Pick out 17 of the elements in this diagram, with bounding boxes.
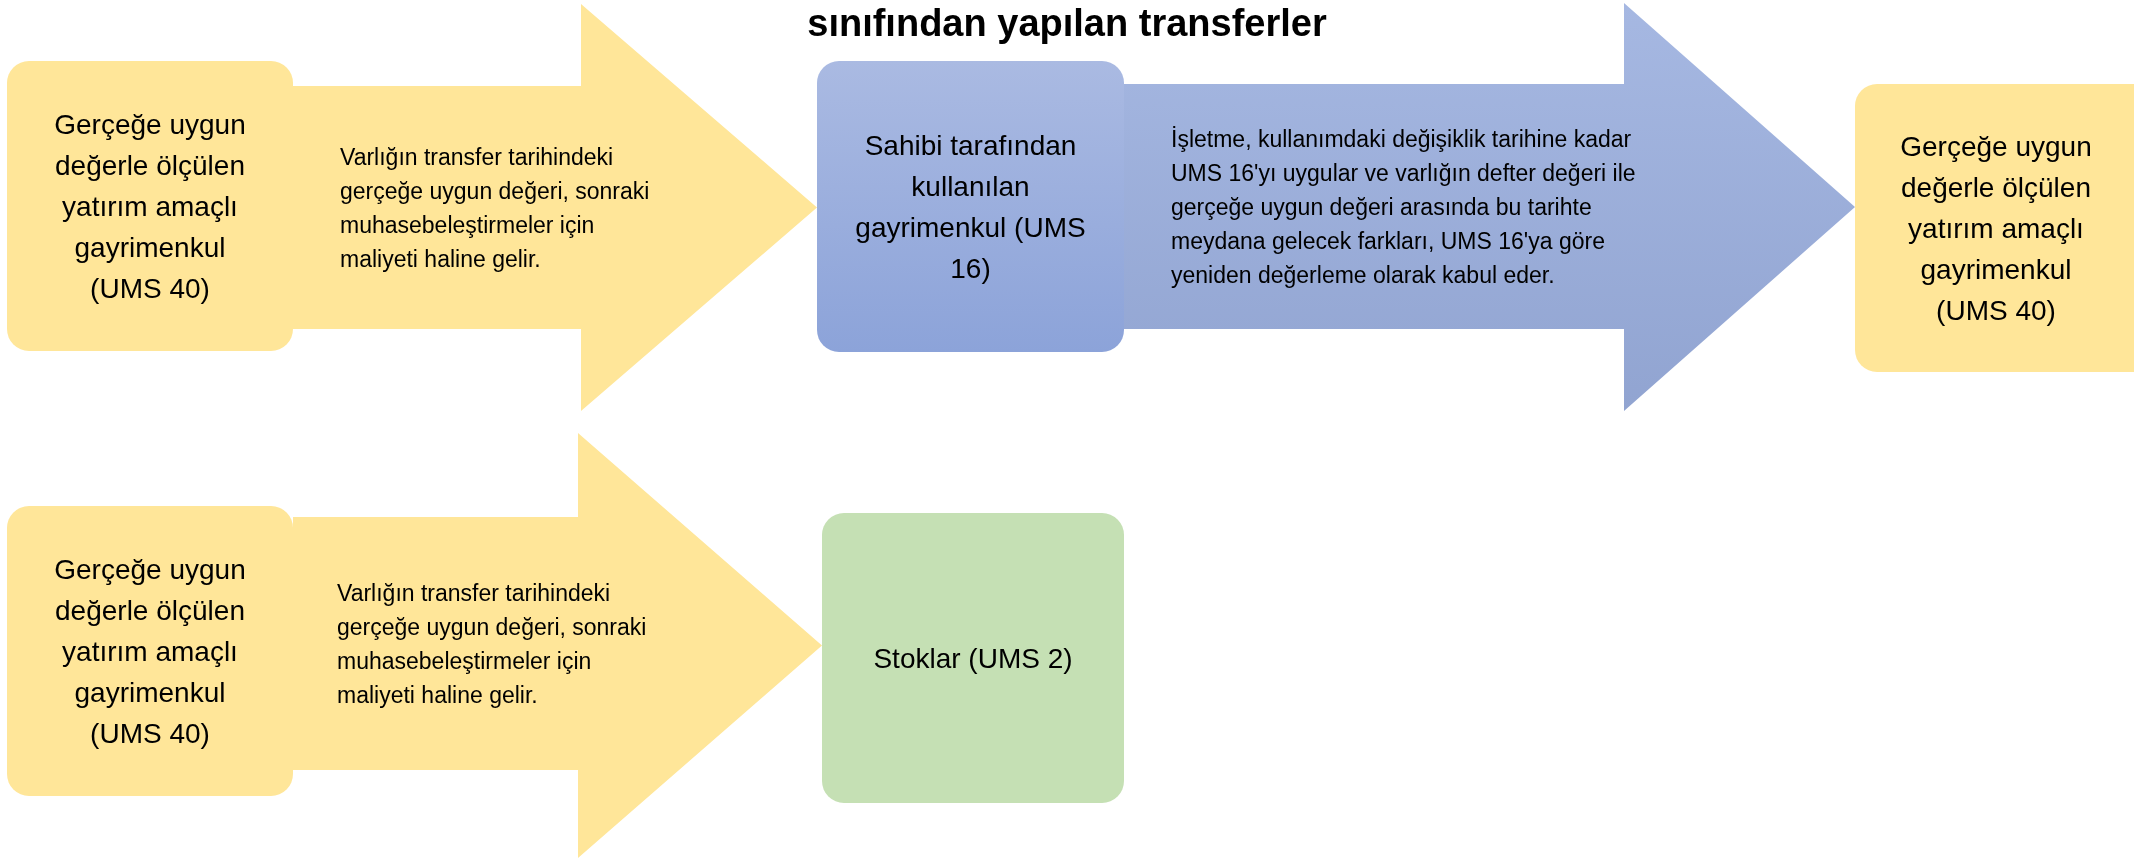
process-box xyxy=(7,61,293,351)
box-text: Gerçeğe uygun değerle ölçülen yatırım amaçlı gayrimenkul (UMS 40) xyxy=(53,107,247,306)
title: sınıfından yapılan transferler xyxy=(806,1,1328,46)
block-arrow xyxy=(293,433,822,858)
process-box xyxy=(7,506,293,796)
arrow-text: İşletme, kullanımdaki değişiklik tarihine kadar UMS 16'yı uygular ve varlığın defter değeri ile gerçeğe uygun değeri arasında bu tarihte meydana gelecek farkları, UMS 16'ya göre yeniden değerleme olarak kabul eder. xyxy=(1171,124,1637,290)
process-box xyxy=(822,513,1124,803)
box-text: Gerçeğe uygun değerle ölçülen yatırım amaçlı gayrimenkul (UMS 40) xyxy=(1899,129,2093,328)
block-arrow xyxy=(293,4,817,411)
box-text: Sahibi tarafından kullanılan gayrimenkul (UMS 16) xyxy=(854,128,1087,286)
block-arrow xyxy=(1124,3,1855,411)
process-box xyxy=(1855,84,2134,372)
box-text: Gerçeğe uygun değerle ölçülen yatırım amaçlı gayrimenkul (UMS 40) xyxy=(53,552,247,751)
process-box xyxy=(817,61,1124,352)
box-text: Stoklar (UMS 2) xyxy=(873,641,1073,676)
arrow-text: Varlığın transfer tarihindeki gerçeğe uygun değeri, sonraki muhasebeleştirmeler için maliyeti haline gelir. xyxy=(340,142,651,274)
arrow-text: Varlığın transfer tarihindeki gerçeğe uygun değeri, sonraki muhasebeleştirmeler için maliyeti haline gelir. xyxy=(337,578,648,710)
